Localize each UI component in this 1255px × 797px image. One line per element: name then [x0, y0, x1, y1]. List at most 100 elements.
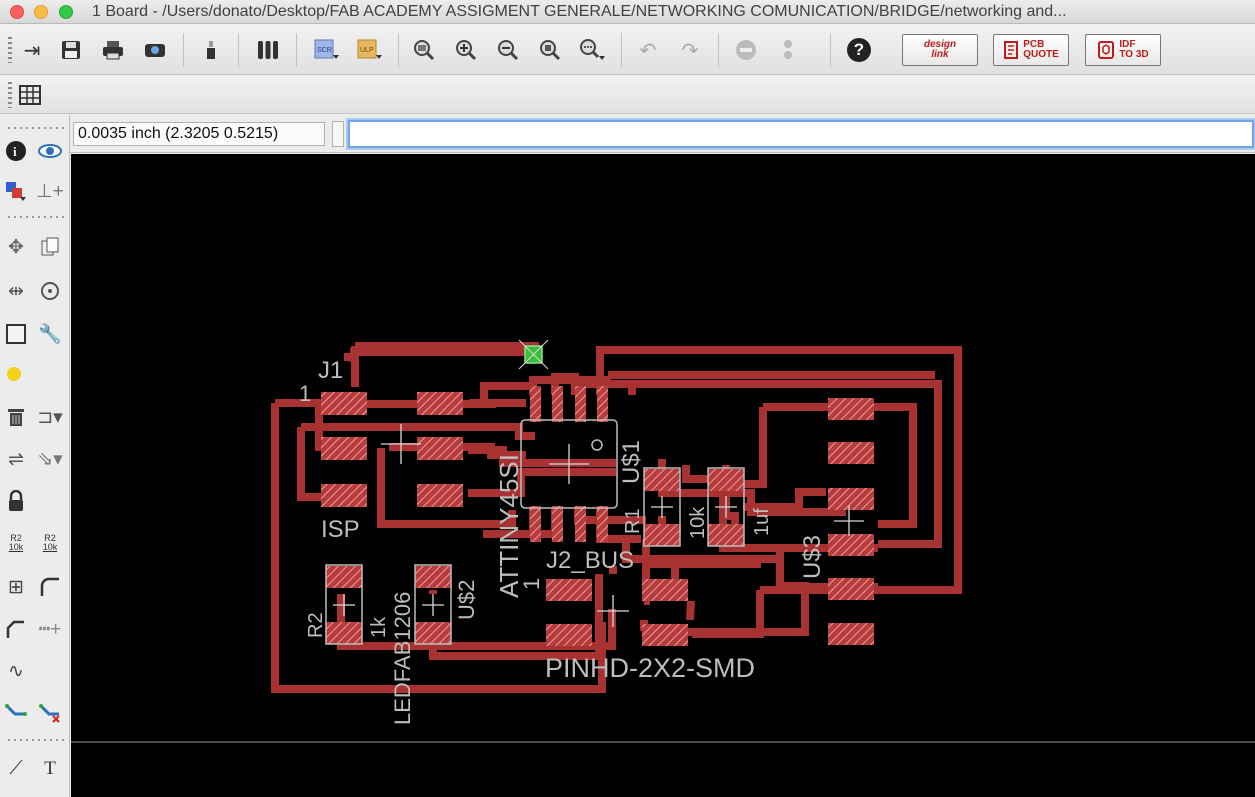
help-button[interactable]: ?: [845, 36, 873, 64]
minimize-window-button[interactable]: [34, 5, 48, 19]
label-r2: R2: [305, 612, 327, 638]
pad: [644, 524, 680, 546]
name-tool[interactable]: R2 10k: [2, 529, 30, 557]
delete-tool[interactable]: [2, 403, 30, 431]
split-tool[interactable]: [2, 615, 30, 643]
move-tool[interactable]: ✥: [2, 233, 30, 261]
go-button[interactable]: [774, 36, 802, 64]
wire-tool[interactable]: ⟋: [2, 755, 30, 783]
command-bar: 0.0035 inch (2.3205 0.5215): [70, 115, 1255, 153]
show-tool[interactable]: [36, 137, 64, 165]
open-button[interactable]: ⇥: [18, 36, 46, 64]
mirror-icon: ⇹: [8, 280, 24, 302]
value-tool[interactable]: R2 10k: [36, 529, 64, 557]
cam-processor-button[interactable]: [141, 36, 169, 64]
pad: [321, 437, 367, 460]
trace: [686, 600, 695, 621]
zoom-select-button[interactable]: [578, 36, 610, 64]
copy-tool[interactable]: [36, 233, 64, 261]
zoom-fit-icon: [414, 40, 435, 61]
stop-button[interactable]: [732, 36, 760, 64]
origin-mark: [834, 506, 864, 536]
toolbar-grip[interactable]: [8, 82, 12, 108]
text-tool[interactable]: T: [36, 755, 64, 783]
info-tool[interactable]: i: [2, 137, 30, 165]
ripup-tool[interactable]: [36, 699, 64, 727]
coordinate-toggle[interactable]: [332, 121, 344, 147]
help-icon: ?: [847, 38, 871, 62]
close-window-button[interactable]: [10, 5, 24, 19]
zoom-redraw-button[interactable]: [536, 36, 564, 64]
optimize-tool[interactable]: ┅+: [36, 615, 64, 643]
group-tool[interactable]: [2, 320, 30, 348]
pad: [530, 386, 541, 422]
zoom-in-button[interactable]: [452, 36, 480, 64]
board-labels: J1 1 ISP ATTINY45SI 1 U$1 R1 10k 1uf J2_…: [299, 357, 826, 725]
trace: [743, 407, 767, 488]
paste-tool[interactable]: [0, 360, 28, 388]
trace: [692, 590, 764, 638]
move-arrows-icon: ✥: [8, 236, 24, 258]
script-button[interactable]: SCR: [312, 36, 342, 64]
trace: [596, 346, 962, 594]
ulp-button[interactable]: ULP: [355, 36, 385, 64]
mark-tool[interactable]: ⊥+: [36, 177, 64, 205]
trace: [480, 382, 532, 403]
ulp-icon: ULP: [357, 39, 382, 59]
label-u2: U$2: [454, 580, 479, 620]
board-canvas[interactable]: J1 1 ISP ATTINY45SI 1 U$1 R1 10k 1uf J2_…: [71, 154, 1255, 797]
cam-processor-icon: [145, 44, 165, 57]
r2-outline: [325, 564, 363, 645]
add-tool[interactable]: ⊐▾: [36, 403, 64, 431]
label-r1: R1: [622, 508, 644, 534]
redo-button[interactable]: ↷: [676, 36, 704, 64]
split-icon: [6, 620, 24, 638]
pad: [552, 386, 563, 422]
miter-tool[interactable]: [36, 573, 64, 601]
lock-tool[interactable]: [2, 487, 30, 515]
display-layers-tool[interactable]: [2, 177, 30, 205]
replace-tool[interactable]: ⇘▾: [36, 445, 64, 473]
pad: [828, 488, 874, 510]
zoom-fit-button[interactable]: [410, 36, 438, 64]
pad: [828, 623, 874, 645]
save-button[interactable]: [57, 36, 85, 64]
undo-icon: ↶: [639, 39, 657, 62]
route-tool[interactable]: [2, 699, 30, 727]
save-icon: [62, 41, 80, 59]
grid-button[interactable]: [16, 81, 44, 109]
script-icon: SCR: [314, 39, 339, 59]
origin-mark: [381, 424, 421, 464]
toolbar-grip[interactable]: [8, 37, 12, 63]
palette-grip[interactable]: [8, 127, 64, 129]
stop-icon: [736, 40, 756, 60]
undo-button[interactable]: ↶: [634, 36, 662, 64]
meander-tool[interactable]: ∿: [2, 657, 30, 685]
layer-settings-button[interactable]: [254, 36, 282, 64]
zoom-window-button[interactable]: [59, 5, 73, 19]
mirror-tool[interactable]: ⇹: [2, 277, 30, 305]
board-drawing: J1 1 ISP ATTINY45SI 1 U$1 R1 10k 1uf J2_…: [71, 339, 1255, 743]
design-link-line2: link: [931, 49, 949, 60]
rotate-tool[interactable]: [36, 277, 64, 305]
zoom-redraw-icon: [540, 40, 561, 61]
route-icon: [5, 704, 27, 716]
use-library-button[interactable]: [197, 36, 225, 64]
zoom-out-button[interactable]: [494, 36, 522, 64]
pinswap-tool[interactable]: ⇌: [2, 445, 30, 473]
print-button[interactable]: [99, 36, 127, 64]
change-tool[interactable]: 🔧: [36, 320, 64, 348]
pad: [575, 386, 586, 422]
trash-icon: [8, 409, 24, 426]
command-input[interactable]: [348, 120, 1254, 148]
add-gate-icon: ⊐▾: [37, 406, 63, 428]
pad: [552, 506, 563, 542]
attiny-pin1-marker: [591, 439, 603, 451]
smash-tool[interactable]: ⊞: [2, 573, 30, 601]
pad: [828, 442, 874, 464]
